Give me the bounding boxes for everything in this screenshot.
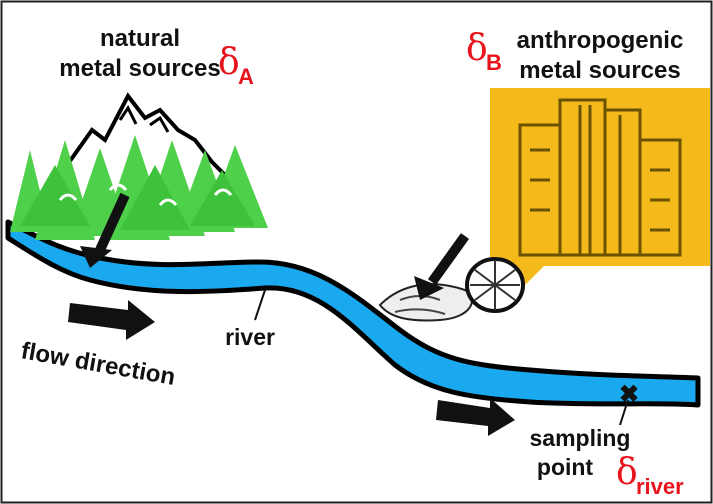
delta-b-subscript: B bbox=[486, 50, 502, 75]
sampling-point-icon: ✖ bbox=[619, 381, 639, 408]
delta-river-subscript: river bbox=[636, 474, 684, 499]
inflow-arrow-anthropogenic bbox=[414, 233, 470, 300]
delta-river-symbol: δ bbox=[616, 452, 638, 493]
river-channel bbox=[5, 219, 701, 408]
building-icon bbox=[638, 138, 682, 257]
city-background bbox=[490, 88, 710, 266]
pipe-outlet-icon bbox=[378, 257, 525, 322]
river-label: river bbox=[225, 324, 275, 350]
delta-a-symbol: δ bbox=[218, 42, 240, 83]
natural-label-line1: natural bbox=[100, 25, 180, 52]
tree-icon bbox=[20, 165, 90, 226]
anthro-label-line1: anthropogenic bbox=[517, 27, 684, 54]
delta-b-symbol: δ bbox=[466, 28, 488, 69]
natural-label-line2: metal sources bbox=[59, 55, 220, 82]
sampling-label-leader bbox=[619, 399, 629, 426]
sampling-label-line1: sampling bbox=[530, 425, 631, 451]
flow-arrow-1 bbox=[68, 300, 155, 340]
city-icon bbox=[490, 88, 710, 295]
mountain-snow-detail bbox=[118, 105, 170, 133]
flow-arrow-2 bbox=[436, 398, 515, 436]
anthro-label-line2: metal sources bbox=[519, 57, 680, 84]
tree-icon bbox=[120, 165, 190, 230]
sampling-label-line2: point bbox=[537, 454, 594, 480]
tree-icon bbox=[190, 170, 255, 226]
tree-highlight-detail bbox=[58, 183, 233, 206]
inflow-arrow-natural bbox=[80, 192, 130, 268]
river-label-leader bbox=[254, 289, 266, 321]
building-window-lines bbox=[530, 105, 670, 255]
delta-a-subscript: A bbox=[238, 64, 254, 89]
